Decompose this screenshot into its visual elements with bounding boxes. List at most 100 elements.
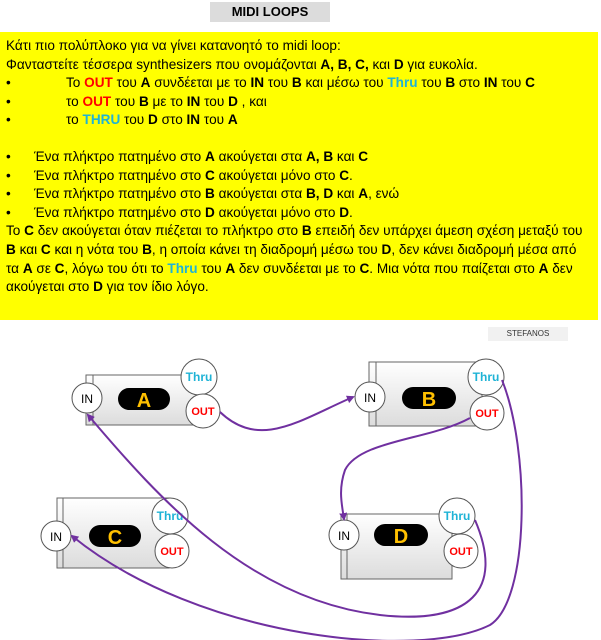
bullet-result-1: •Ένα πλήκτρο πατημένο στο A ακούγεται στ… <box>6 148 592 167</box>
synth-c-name: C <box>108 527 122 549</box>
text-span: D <box>339 204 350 220</box>
synth-b-name: B <box>422 389 436 411</box>
text-span: B <box>445 75 456 91</box>
description-panel: Κάτι πιο πολύπλοκο για να γίνει κατανοητ… <box>0 32 598 320</box>
text-span: το <box>66 112 83 128</box>
text-span: B <box>6 241 16 257</box>
text-span: A <box>225 260 236 276</box>
bullet-icon: • <box>6 167 11 183</box>
text-span: . Μια νότα που παίζεται στο <box>369 260 539 276</box>
intro-line-2: Φανταστείτε τέσσερα synthesizers που ονο… <box>6 56 592 75</box>
synth-d-out-label: OUT <box>449 546 473 558</box>
synth-a-name: A <box>137 390 151 412</box>
text-span: το <box>66 93 83 109</box>
text-span: και <box>15 241 41 257</box>
text-span: Ένα πλήκτρο πατημένο στο <box>34 167 205 183</box>
synth-b-in-port <box>354 381 386 413</box>
text-span: του <box>111 93 139 109</box>
synth-d-out-port <box>443 533 479 569</box>
bullet-icon: • <box>6 204 11 220</box>
text-span: IN <box>250 75 265 91</box>
synth-d-name: D <box>394 526 408 548</box>
synth-c-thru-label: Thru <box>157 509 184 523</box>
text-span: B <box>301 223 312 239</box>
text-span: στο <box>455 75 484 91</box>
text-span: C <box>339 167 350 183</box>
text-span: του <box>200 93 229 109</box>
bullet-result-2: •Ένα πλήκτρο πατημένο στο C ακούγεται μό… <box>6 167 592 186</box>
text-span: με το <box>148 93 187 109</box>
text-span: του <box>264 75 292 91</box>
text-span: B <box>291 75 302 91</box>
text-span: δεν συνδέεται με το <box>235 260 360 276</box>
text-span: Ένα πλήκτρο πατημένο στο <box>34 204 205 220</box>
synth-c-out-port <box>154 533 190 569</box>
text-span: και η νότα του <box>50 241 143 257</box>
bullet-connection-3: •το THRU του D στο IN του A <box>6 111 592 130</box>
text-span: Thru <box>167 260 198 276</box>
text-span: C <box>358 148 369 164</box>
text-span: THRU <box>82 112 121 128</box>
text-span: ακούγεται μόνο στο <box>214 204 340 220</box>
text-span: ακούγεται στα <box>214 148 306 164</box>
text-span: Thru <box>387 75 418 91</box>
text-span: A <box>358 186 369 202</box>
bullet-result-3: •Ένα πλήκτρο πατημένο στο B ακούγεται στ… <box>6 185 592 204</box>
text-span: του <box>200 112 228 128</box>
text-span: , ενώ <box>368 186 400 202</box>
bullet-icon: • <box>6 93 11 109</box>
text-span: A <box>204 148 215 164</box>
bullet-connection-2: •το OUT του B με το IN του D , και <box>6 93 592 112</box>
intro-line-1: Κάτι πιο πολύπλοκο για να γίνει κατανοητ… <box>6 38 341 53</box>
text-span: του <box>112 75 141 91</box>
bullet-connection-1: •Το OUT του A συνδέεται με το IN του B κ… <box>6 74 592 93</box>
text-span: σε <box>32 260 55 276</box>
text-span: συνδέεται με το <box>150 75 251 91</box>
text-span: , η οποία κάνει τη διαδρομή μέσω του <box>151 241 382 257</box>
text-span: στο <box>157 112 187 128</box>
synth-c-out-label: OUT <box>160 546 184 558</box>
text-span: Το <box>6 223 25 239</box>
text-span: D <box>204 204 215 220</box>
synth-d-in-label: IN <box>338 529 350 543</box>
text-span: Το <box>66 75 85 91</box>
synth-a-in-port <box>71 382 103 414</box>
text-span: IN <box>186 112 201 128</box>
text-span: και <box>333 186 359 202</box>
text-span: για τον ίδιο λόγο. <box>102 279 209 295</box>
cable-b-thru-to-c-in <box>70 379 523 640</box>
synth-d-thru-label: Thru <box>444 509 471 523</box>
synth-d: D IN Thru OUT <box>328 497 479 580</box>
text-span: , λόγω του ότι το <box>64 260 168 276</box>
text-span: . <box>349 204 353 220</box>
text-span: B, D <box>305 186 334 202</box>
page-title: MIDI LOOPS <box>210 2 330 22</box>
text-span: , δεν κάνει διαδρομή μέσα από τα <box>6 241 577 276</box>
text-span: B <box>142 241 152 257</box>
text-span: OUT <box>82 93 112 109</box>
text-span: C <box>204 167 215 183</box>
watermark-label: STEFANOS <box>488 327 568 341</box>
synth-b-thru-port <box>467 358 505 396</box>
text-span: του <box>120 112 149 128</box>
synth-b-out-port <box>469 395 505 431</box>
text-span: και μέσω του <box>301 75 388 91</box>
synth-b-out-label: OUT <box>475 408 499 420</box>
text-span: D <box>228 93 238 109</box>
text-span: A <box>22 260 33 276</box>
text-span: του <box>417 75 446 91</box>
text-span: C <box>40 241 51 257</box>
text-span: A <box>227 112 238 128</box>
text-span: B <box>204 186 215 202</box>
synth-b: B IN Thru OUT <box>354 358 505 431</box>
bullet-result-4: • Ένα πλήκτρο πατημένο στο D ακούγεται μό… <box>6 204 592 223</box>
text-span: Φανταστείτε τέσσερα synthesizers που ονο… <box>6 56 321 72</box>
text-span: A, B <box>305 148 334 164</box>
text-span: , και <box>237 93 267 109</box>
cable-b-out-to-d-in <box>339 417 471 521</box>
synth-c: C IN Thru OUT <box>40 497 190 569</box>
explanation-paragraph: Το C δεν ακούγεται όταν πιέζεται το πλήκ… <box>6 222 592 296</box>
text-span: A <box>140 75 151 91</box>
text-span: C <box>359 260 370 276</box>
text-span: B <box>138 93 149 109</box>
